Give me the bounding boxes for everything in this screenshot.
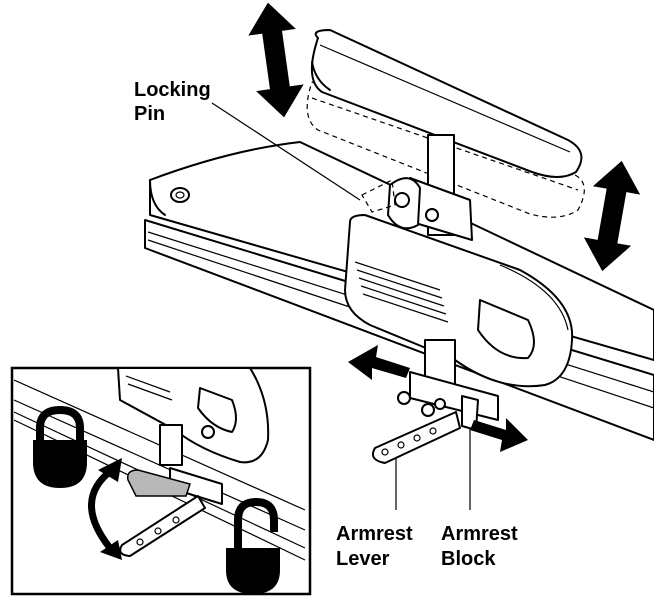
padlock-open-icon xyxy=(226,497,280,594)
locking-pin-label: Locking Pin xyxy=(134,79,216,125)
armrest-lever-label: Armrest Lever xyxy=(336,523,418,570)
double-arrow-vertical-icon xyxy=(248,2,304,118)
locking-pin-leader xyxy=(211,102,361,201)
armrest-block-label: Armrest Block xyxy=(441,523,523,570)
padlock-closed-icon xyxy=(33,405,87,488)
double-arrow-horizontal-icon xyxy=(348,345,528,452)
side-guard xyxy=(344,214,574,388)
inset-lever-raised xyxy=(126,469,191,497)
armrest-post xyxy=(361,134,473,241)
curved-double-arrow-icon xyxy=(88,458,122,560)
inset-lever-lowered xyxy=(119,495,206,557)
armrest-pad xyxy=(306,29,585,218)
armrest-block xyxy=(397,339,499,431)
double-arrow-vertical-icon xyxy=(583,160,641,272)
armrest-lever xyxy=(372,411,461,464)
